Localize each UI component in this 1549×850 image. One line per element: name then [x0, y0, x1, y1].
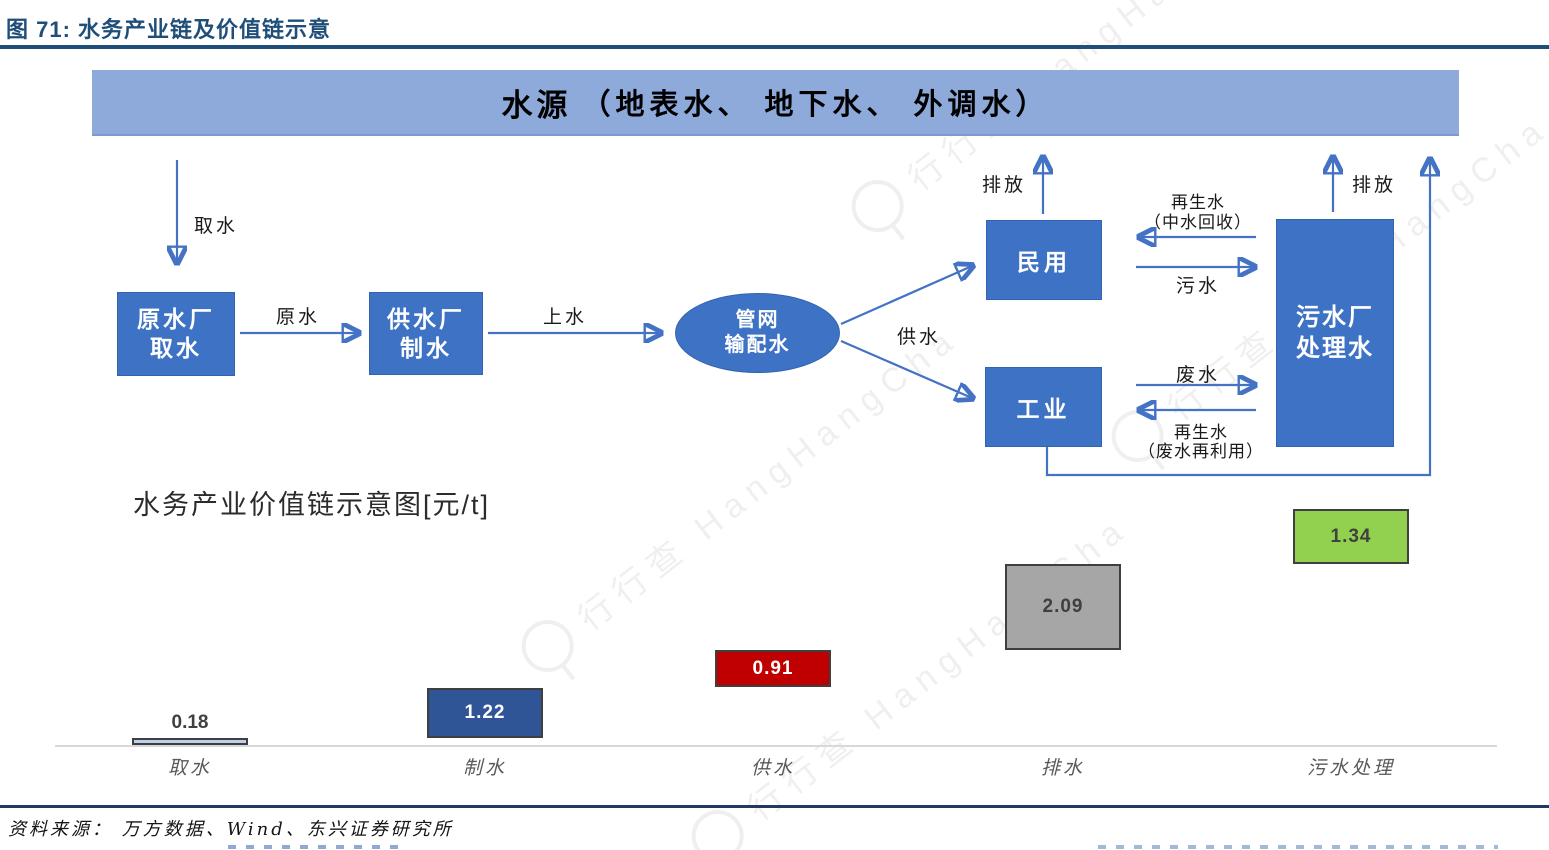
category-label-排水: 排水 [1040, 758, 1085, 779]
label-recycle-industry-1: 再生水 [1174, 423, 1228, 442]
clipped-text-fragment [228, 845, 398, 849]
bar-value: 0.91 [752, 657, 794, 679]
bar-制水: 1.22 [427, 688, 543, 738]
magnifier-icon [511, 609, 585, 683]
label-recycle-civil-1: 再生水 [1171, 193, 1225, 212]
category-label-制水: 制水 [462, 758, 507, 779]
clipped-text-fragment [1098, 845, 1498, 849]
node-raw-water-plant: 原水厂 取水 [117, 292, 235, 376]
label-discharge-plant: 排放 [1352, 175, 1397, 196]
category-label-污水处理: 污水处理 [1306, 758, 1395, 779]
label-upper-water: 上水 [542, 307, 587, 328]
bar-取水 [132, 738, 248, 745]
label-intake: 取水 [194, 216, 239, 237]
node-sewage-plant: 污水厂 处理水 [1276, 219, 1394, 447]
node-pipe-network: 管网 输配水 [675, 293, 840, 373]
label-recycle-civil-2: （中水回收） [1144, 213, 1252, 232]
label-sewage: 污水 [1175, 276, 1220, 297]
bar-value: 0.18 [171, 712, 209, 733]
banner-detail-text: （地表水、 地下水、 外调水） [581, 89, 1050, 121]
label-raw-water: 原水 [275, 307, 320, 328]
node-supply-plant: 供水厂 制水 [369, 292, 483, 375]
bar-value: 1.34 [1330, 525, 1372, 547]
footer-rule [0, 805, 1549, 808]
bar-供水: 0.91 [715, 650, 831, 687]
label-recycle-industry-2: （废水再利用） [1138, 442, 1264, 461]
figure-title: 图 71: 水务产业链及价值链示意 [6, 17, 332, 42]
chart-title: 水务产业价值链示意图[元/t] [133, 490, 491, 520]
banner-bold-text: 水源 [501, 87, 572, 123]
title-underline [0, 45, 1549, 49]
category-label-供水: 供水 [750, 758, 795, 779]
label-supply: 供水 [897, 327, 942, 348]
arrow-supply-to-industry [840, 339, 972, 398]
bar-污水处理: 1.34 [1293, 509, 1409, 564]
magnifier-icon [841, 169, 915, 243]
water-source-banner: 水源 （地表水、 地下水、 外调水） [92, 70, 1459, 136]
bar-排水: 2.09 [1005, 564, 1121, 650]
category-label-取水: 取水 [167, 758, 212, 779]
label-waste: 废水 [1175, 365, 1220, 386]
label-discharge-civil: 排放 [982, 175, 1027, 196]
arrow-supply-to-civil [840, 266, 972, 326]
chart-baseline [55, 745, 1497, 747]
bar-value: 2.09 [1042, 596, 1084, 617]
data-source: 资料来源： 万方数据、Wind、东兴证券研究所 [8, 819, 454, 840]
bar-value: 1.22 [464, 702, 506, 723]
node-civil-use: 民用 [986, 220, 1102, 300]
node-industry-use: 工业 [985, 367, 1102, 447]
